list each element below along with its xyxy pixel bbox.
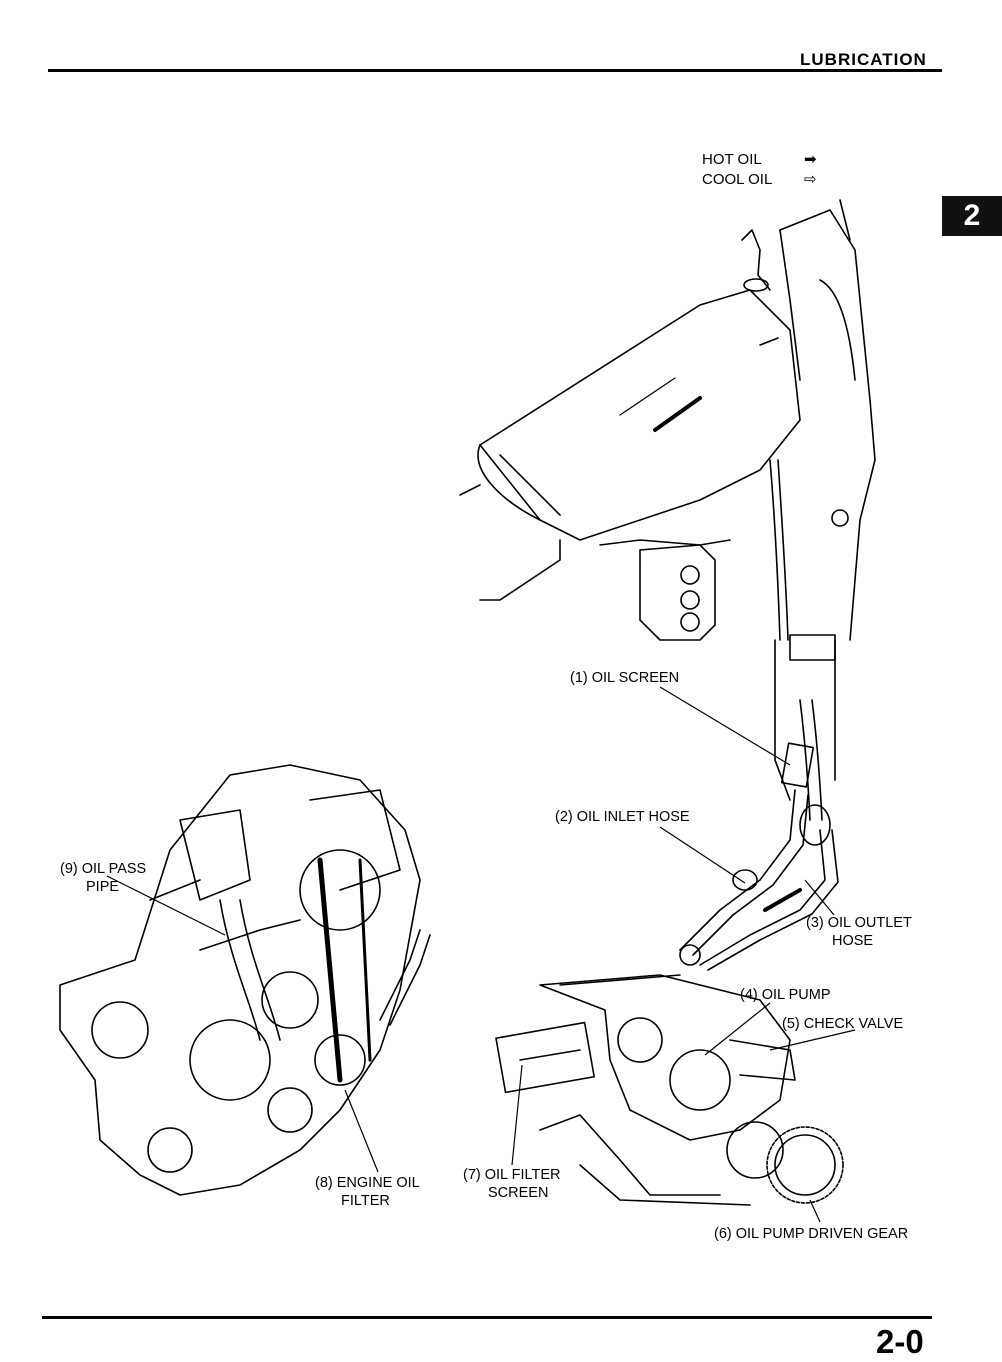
oil-hoses: [679, 459, 839, 971]
callout-oil-pass-pipe-line1: (9) OIL PASS: [60, 861, 147, 877]
callout-oil-pump: (4) OIL PUMP: [740, 987, 831, 1003]
callout-oil-filter-screen-line2: SCREEN: [488, 1185, 549, 1201]
engine-block: [59, 764, 431, 1196]
cool-oil-arrow-icon: ⇨: [804, 171, 817, 188]
section-title: LUBRICATION: [800, 50, 927, 69]
callout-oil-screen: (1) OIL SCREEN: [570, 670, 680, 686]
legend-cool-oil-label: COOL OIL: [702, 171, 773, 188]
oil-pump-assembly: [495, 974, 844, 1206]
callout-oil-inlet-hose: (2) OIL INLET HOSE: [555, 809, 690, 825]
callout-check-valve: (5) CHECK VALVE: [782, 1016, 904, 1032]
callout-engine-oil-filter-line2: FILTER: [341, 1193, 390, 1209]
callout-oil-filter-screen-line1: (7) OIL FILTER: [463, 1167, 561, 1183]
callout-oil-pump-driven-gear: (6) OIL PUMP DRIVEN GEAR: [714, 1226, 909, 1242]
hot-oil-arrow-icon: ➡: [804, 151, 817, 168]
callout-engine-oil-filter-line1: (8) ENGINE OIL: [315, 1175, 420, 1191]
callout-oil-outlet-hose-line1: (3) OIL OUTLET: [806, 915, 912, 931]
page-number: 2-0: [876, 1323, 924, 1360]
chapter-tab: 2: [942, 196, 1002, 236]
footer-rule: [42, 1316, 932, 1319]
callout-oil-outlet-hose-line2: HOSE: [832, 933, 874, 949]
legend-hot-oil-label: HOT OIL: [702, 151, 762, 168]
callout-oil-pass-pipe-line2: PIPE: [86, 879, 120, 895]
frame-oil-tank: [459, 199, 876, 801]
callout-leaders: [106, 686, 856, 1223]
header-rule: [48, 69, 942, 72]
